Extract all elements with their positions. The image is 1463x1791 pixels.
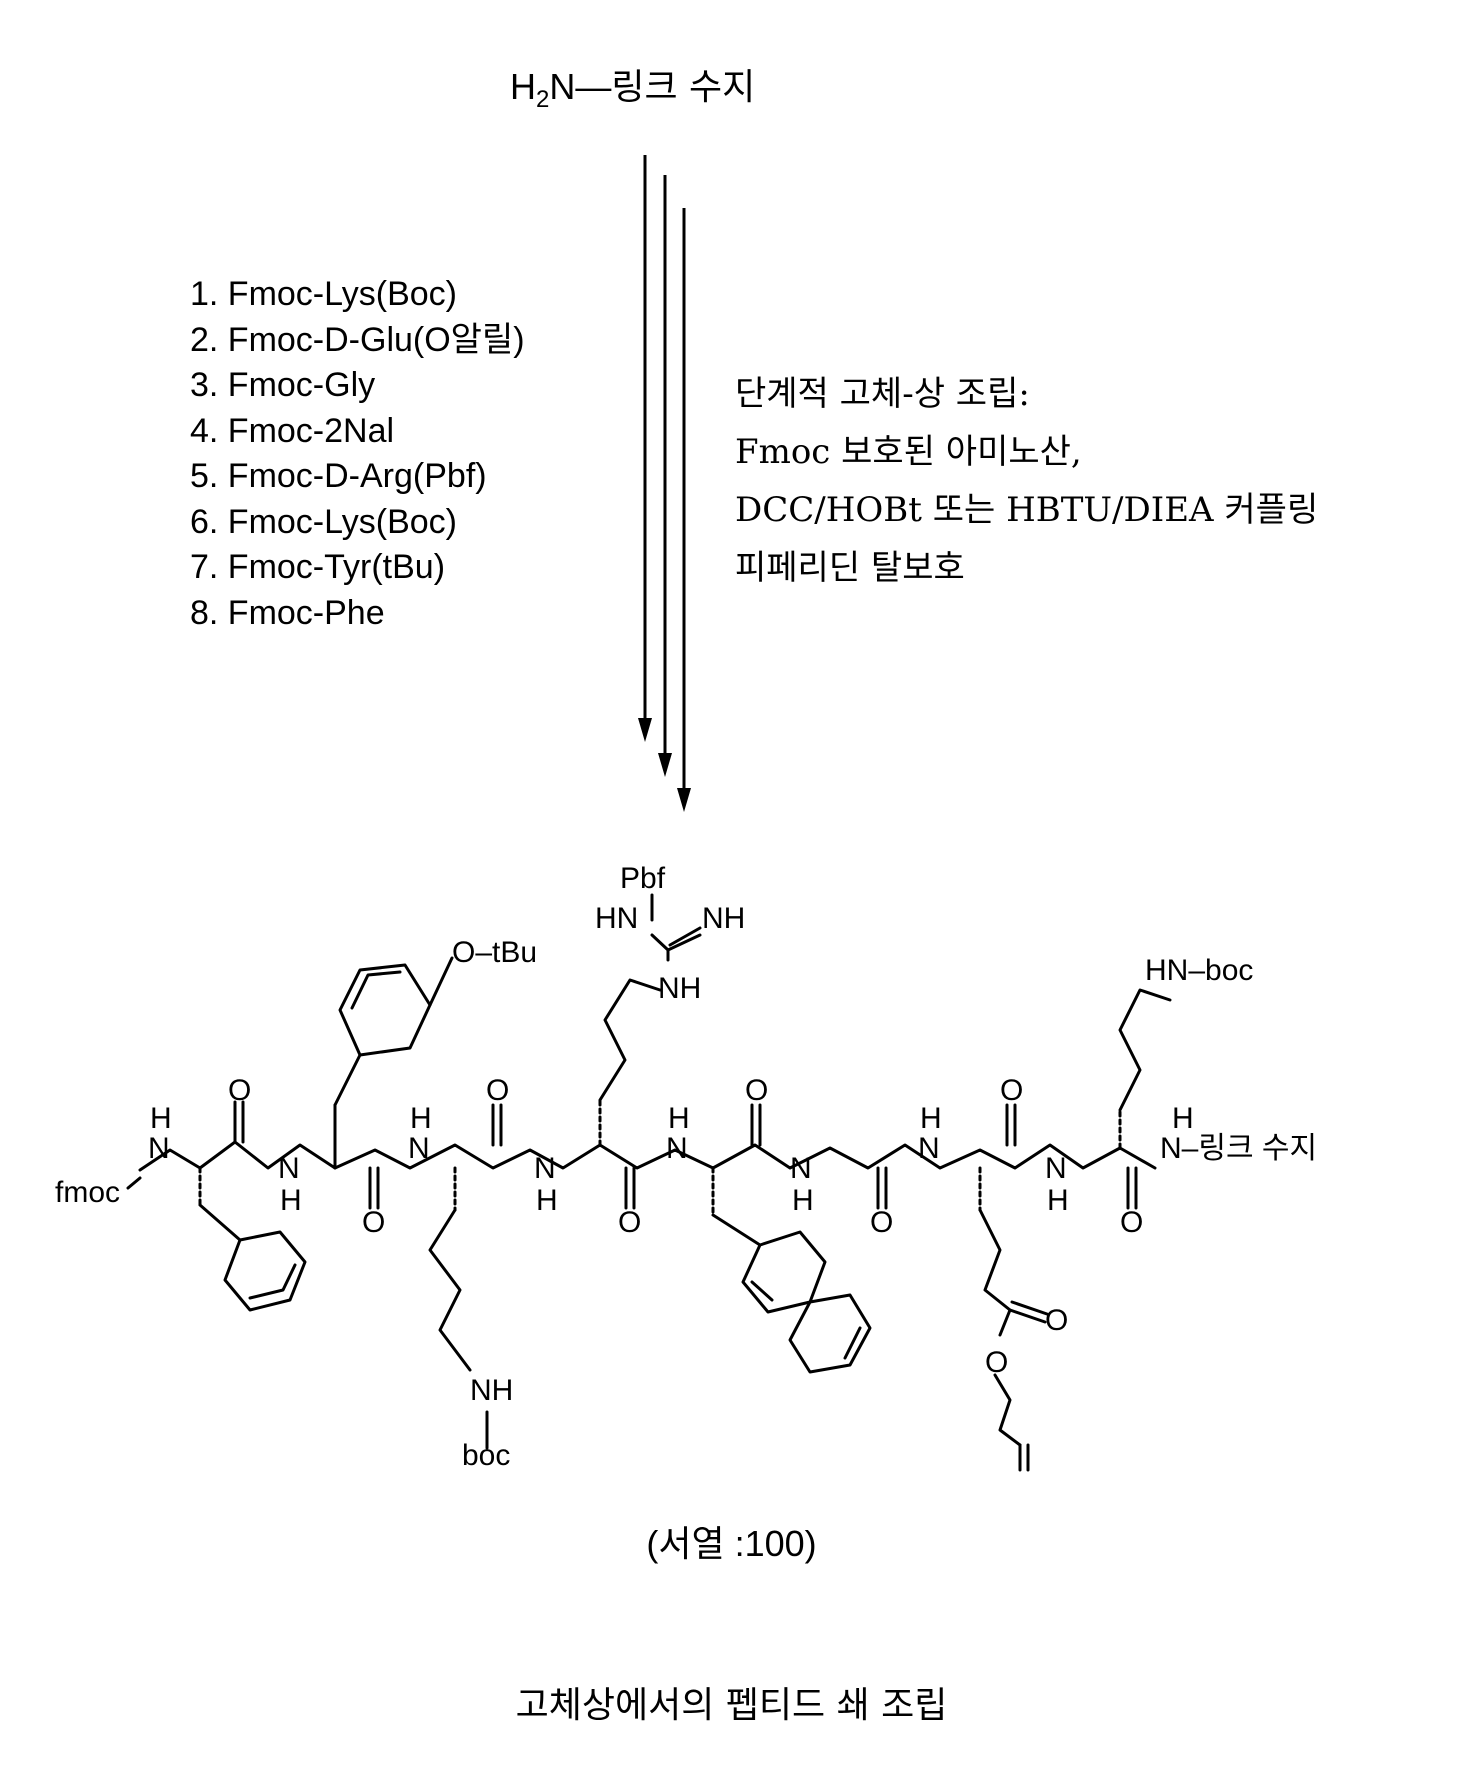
lys2-hn-boc: HN–boc	[1145, 954, 1253, 987]
phe-n-h: H	[150, 1102, 172, 1135]
o-5: O	[745, 1074, 768, 1107]
resin-link-label: N–링크 수지	[1160, 1132, 1317, 1165]
gly-n-h: H	[792, 1184, 814, 1217]
resin-n-h: H	[1172, 1102, 1194, 1135]
gly-n: N	[790, 1152, 812, 1185]
lys-boc: boc	[462, 1439, 510, 1472]
lys-nh: NH	[470, 1374, 513, 1407]
ester-o-allyl: O	[985, 1346, 1008, 1379]
fmoc-label: fmoc	[55, 1176, 120, 1209]
lys-n: N	[408, 1132, 430, 1165]
sequence-label: (서열 :100)	[0, 1515, 1463, 1567]
phe-n: N	[148, 1132, 170, 1165]
arg-hn: HN	[595, 902, 638, 935]
arg-n: N	[534, 1152, 556, 1185]
o-4: O	[618, 1206, 641, 1239]
o-7: O	[1000, 1074, 1023, 1107]
lys-n-h: H	[410, 1102, 432, 1135]
figure-caption: 고체상에서의 펩티드 쇄 조립	[0, 1676, 1463, 1728]
nal-n: N	[666, 1132, 688, 1165]
arg-imine-nh: NH	[702, 902, 745, 935]
nal-n-h: H	[668, 1102, 690, 1135]
o-6: O	[870, 1206, 893, 1239]
o-3: O	[486, 1074, 509, 1107]
otbu-label: O–tBu	[452, 936, 537, 969]
o-2: O	[362, 1206, 385, 1239]
arg-n-h: H	[536, 1184, 558, 1217]
o-1: O	[228, 1074, 251, 1107]
arg-delta-nh: NH	[658, 972, 701, 1005]
lys2-n: N	[1045, 1152, 1067, 1185]
tyr-n: N	[278, 1152, 300, 1185]
fmoc-bond	[128, 1178, 140, 1188]
lys2-n-h: H	[1047, 1184, 1069, 1217]
o-8: O	[1120, 1206, 1143, 1239]
tyr-n-h: H	[280, 1184, 302, 1217]
ester-o: O	[1045, 1304, 1068, 1337]
glu-n-h: H	[920, 1102, 942, 1135]
glu-n: N	[918, 1132, 940, 1165]
pbf-label: Pbf	[620, 862, 666, 895]
